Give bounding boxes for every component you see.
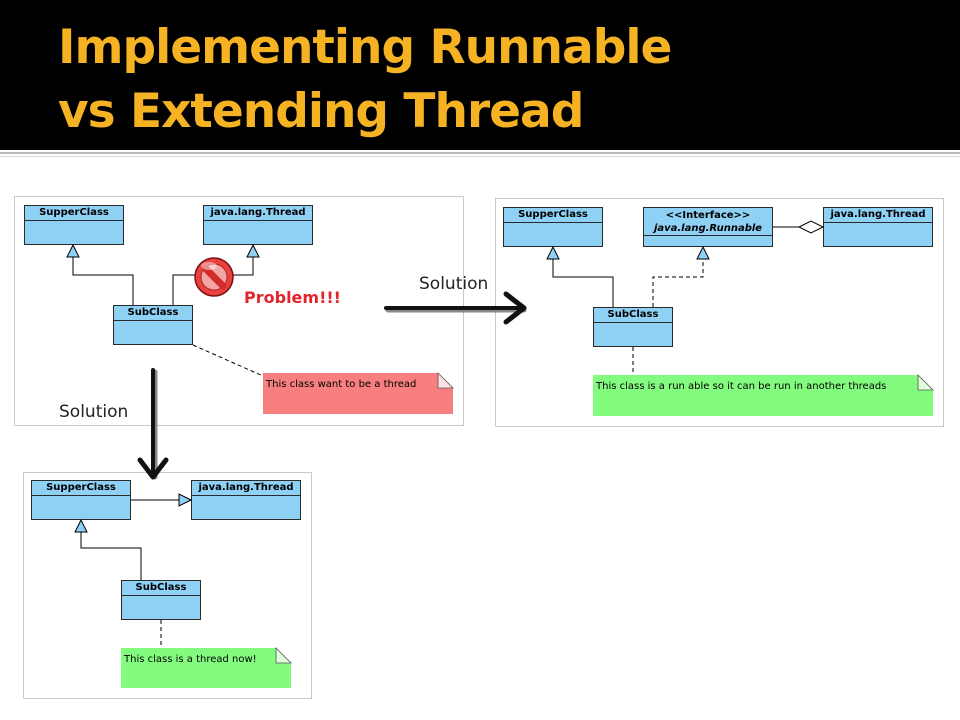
runnable-thread-class-box: java.lang.Thread (823, 207, 933, 247)
runnable-realization-interface (652, 245, 710, 307)
problem-generalization-superclass (66, 243, 134, 305)
title-divider-thin (0, 156, 960, 157)
class-name: SubClass (114, 306, 192, 321)
problem-note: This class want to be a thread (263, 373, 453, 414)
slide-title-line-2: vs Extending Thread (58, 84, 584, 139)
class-name: SupperClass (504, 208, 602, 223)
interface-stereotype: <<Interface>> (665, 210, 751, 221)
thread-note: This class is a thread now! (121, 648, 291, 688)
class-name: java.lang.Thread (192, 481, 300, 496)
problem-superclass-box: SupperClass (24, 205, 124, 245)
thread-generalization-superclass (74, 518, 142, 580)
no-entry-icon (194, 257, 234, 297)
problem-subclass-box: SubClass (113, 305, 193, 345)
interface-header: <<Interface>> java.lang.Runnable (644, 208, 772, 236)
runnable-aggregation-thread (773, 220, 825, 234)
problem-note-fold (437, 372, 454, 389)
interface-name: java.lang.Runnable (653, 223, 763, 234)
runnable-subclass-box: SubClass (593, 307, 673, 347)
solution-down-label: Solution (59, 402, 129, 422)
slide-title-line-1: Implementing Runnable (58, 20, 672, 75)
runnable-superclass-box: SupperClass (503, 207, 603, 247)
thread-association-thread (131, 493, 193, 507)
class-name: SubClass (122, 581, 200, 596)
problem-label: Problem!!! (244, 288, 341, 307)
title-bar (0, 0, 960, 150)
problem-thread-class-box: java.lang.Thread (203, 205, 313, 245)
solution-down-arrow (137, 368, 169, 480)
class-name: SupperClass (25, 206, 123, 221)
class-name: SupperClass (32, 481, 130, 496)
runnable-note-fold (917, 374, 934, 391)
solution-right-label: Solution (419, 274, 489, 294)
runnable-interface-box: <<Interface>> java.lang.Runnable (643, 207, 773, 247)
title-divider (0, 152, 960, 154)
class-name: java.lang.Thread (204, 206, 312, 221)
thread-thread-class-box: java.lang.Thread (191, 480, 301, 520)
runnable-generalization-superclass (546, 245, 614, 307)
solution-right-arrow (384, 291, 527, 325)
runnable-note: This class is a run able so it can be ru… (593, 375, 933, 416)
problem-note-link (192, 344, 264, 377)
class-name: SubClass (594, 308, 672, 323)
class-name: java.lang.Thread (824, 208, 932, 223)
thread-subclass-box: SubClass (121, 580, 201, 620)
thread-note-fold (275, 647, 292, 664)
